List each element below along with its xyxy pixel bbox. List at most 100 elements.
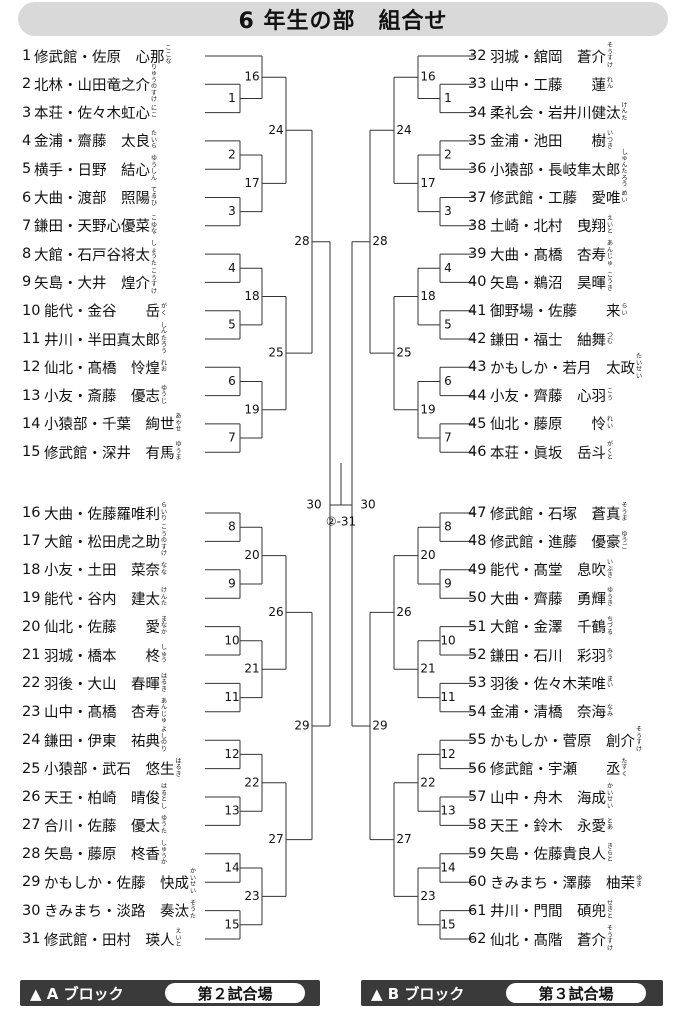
match-number: 10 — [440, 633, 455, 647]
entry-name: 小猿部・武石 悠生 — [44, 762, 175, 779]
entry-kana: めい — [621, 190, 628, 204]
entry-seed: 16 — [22, 505, 41, 521]
entry-name: かもしか・菅原 創介 — [490, 733, 635, 750]
entry-name: 修武館・進藤 優豪 — [490, 534, 621, 551]
match-number: 5 — [228, 317, 236, 331]
match-number: 24 — [268, 123, 283, 137]
entry-name: 大曲・渡部 照陽 — [34, 191, 150, 207]
entry-kana: みう — [607, 647, 614, 661]
entry-kana: こう — [607, 388, 614, 402]
match-number: 18 — [244, 289, 259, 303]
entry-seed: 45 — [468, 415, 487, 432]
match-number: 25 — [396, 346, 411, 360]
match-number: 20 — [420, 548, 435, 562]
entry-name: 柔礼会・岩井川健汰 — [490, 106, 621, 123]
match-number: 10 — [224, 633, 239, 647]
entry-kana: えいと — [175, 928, 182, 949]
entry-seed: 40 — [468, 274, 487, 291]
entry-name: 御野場・佐藤 来 — [490, 304, 621, 321]
block-b-footer: ▲ B ブロック 第３試合場 — [361, 980, 663, 1006]
entry-name: 修武館・宇瀬 丞 — [490, 762, 621, 779]
match-number: 20 — [244, 548, 259, 562]
match-number: 13 — [440, 804, 455, 818]
match-number: 5 — [444, 317, 452, 331]
entry-name: 矢島・藤原 柊香 — [44, 847, 160, 864]
block-a-footer: ▲ A ブロック 第２試合場 — [20, 980, 320, 1006]
entry-name: 山中・工藤 蓮 — [490, 77, 606, 94]
entry-kana: たいせい — [636, 353, 643, 380]
entry-seed: 33 — [468, 76, 487, 93]
entry-kana: しんたろう — [161, 321, 168, 355]
entry-kana: あやせ — [175, 413, 182, 434]
match-number: 22 — [420, 775, 435, 789]
entry-seed: 42 — [468, 331, 487, 347]
entry-seed: 15 — [22, 444, 41, 461]
entry-seed: 9 — [22, 274, 32, 291]
match-number: 7 — [228, 431, 236, 445]
entry-seed: 17 — [22, 533, 41, 550]
entry-name: 羽後・佐々木茉唯 — [490, 676, 606, 693]
entry-kana: そうた — [190, 899, 197, 920]
entry-seed: 13 — [22, 387, 41, 404]
entry-seed: 19 — [22, 590, 41, 607]
entry-kana: そうま — [621, 502, 628, 523]
final-left-number: 30 — [306, 498, 321, 512]
entry-kana: しょうた — [151, 240, 158, 267]
entry-kana: そうすけ — [636, 726, 643, 753]
match-number: 23 — [244, 889, 259, 903]
entry-name: 合川・佐藤 優太 — [44, 818, 160, 835]
entry-seed: 8 — [22, 246, 32, 263]
entry-name: 修武館・深井 有馬 — [44, 445, 175, 462]
entry-kana: かいせい — [607, 783, 614, 810]
entry-seed: 37 — [468, 189, 487, 206]
entry-seed: 59 — [468, 845, 487, 862]
entry-seed: 14 — [22, 415, 41, 432]
entry-kana: まなか — [161, 615, 168, 636]
entry-name: 羽後・大山 春暉 — [44, 676, 160, 693]
match-number: 26 — [396, 605, 411, 619]
entry-name: 仙北・髙階 蒼介 — [490, 932, 606, 949]
match-number: 16 — [244, 70, 259, 84]
entry-kana: らい — [621, 303, 628, 317]
match-number: 1 — [228, 91, 236, 105]
entry-name: 小友・斎藤 優志 — [44, 389, 160, 406]
match-number: 9 — [444, 577, 452, 591]
entry-seed: 12 — [22, 359, 41, 376]
match-number: 3 — [444, 204, 452, 218]
entry-name: 井川・半田真太郎 — [44, 332, 160, 349]
entry-seed: 25 — [22, 760, 41, 777]
entry-kana: よしのり — [161, 726, 168, 753]
entry-name: 能代・髙堂 息吹 — [490, 563, 606, 580]
entry-kana: こうすけ — [151, 268, 158, 295]
entry-seed: 22 — [22, 675, 41, 692]
